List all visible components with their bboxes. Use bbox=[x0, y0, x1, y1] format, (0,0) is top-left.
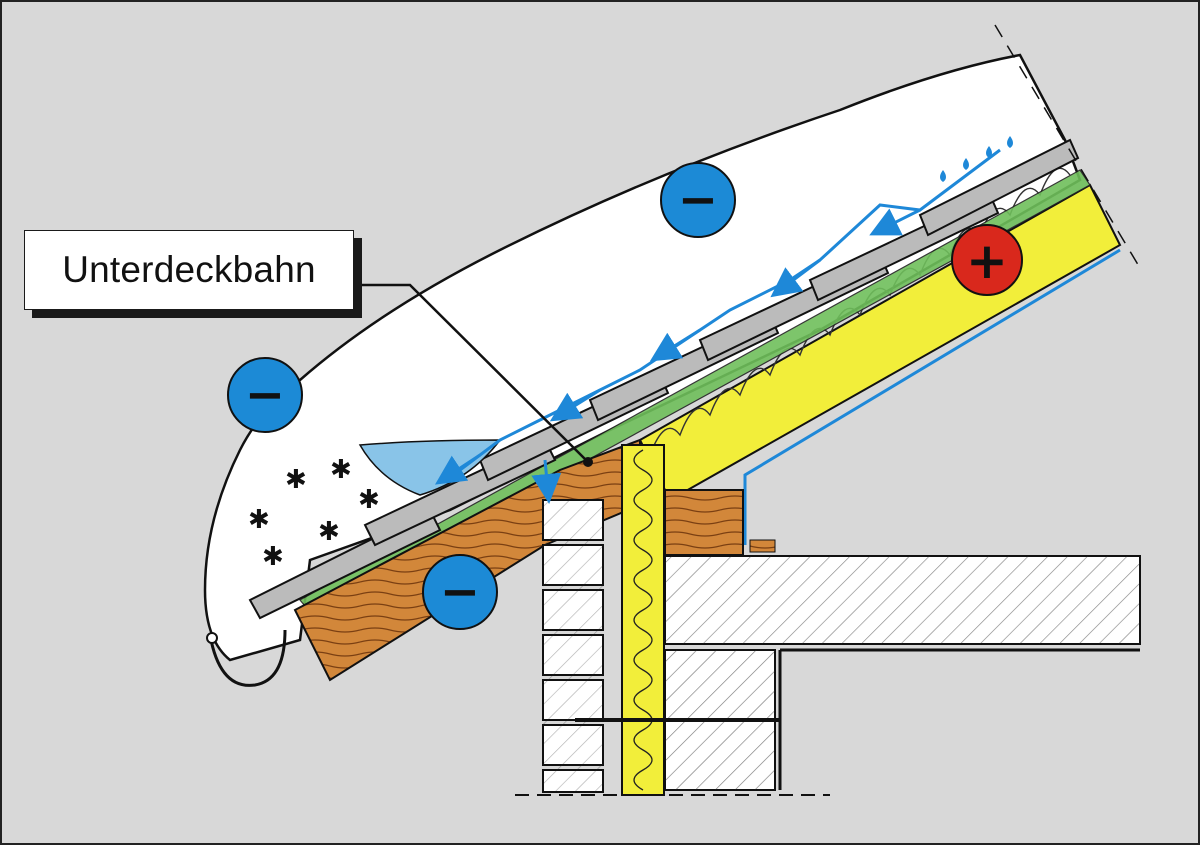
label-face: Unterdeckbahn bbox=[24, 230, 354, 310]
raindrop-icon bbox=[963, 158, 969, 170]
roof-tiles bbox=[248, 138, 1080, 620]
interior-lining bbox=[743, 248, 1121, 545]
water-flow-line bbox=[459, 148, 1001, 472]
raindrop-icon bbox=[986, 146, 992, 158]
negative-pressure-marker: − bbox=[422, 554, 498, 630]
gutter bbox=[208, 629, 287, 687]
water-pool bbox=[358, 439, 502, 496]
raindrop-icon bbox=[1007, 136, 1013, 148]
wall-insulation bbox=[621, 444, 665, 796]
wall-plate-timber bbox=[664, 489, 744, 556]
svg-text:−: − bbox=[440, 564, 480, 620]
water-flow-arrows bbox=[434, 208, 921, 504]
insulation-coils bbox=[649, 167, 1071, 456]
svg-text:−: − bbox=[678, 172, 718, 228]
snowflake-icon: ✱ bbox=[318, 517, 340, 547]
snowflakes: ✱ ✱ ✱ ✱ ✱ ✱ bbox=[248, 455, 380, 572]
negative-pressure-marker: − bbox=[227, 357, 303, 433]
snowflake-icon: ✱ bbox=[330, 455, 352, 485]
ceiling-slab-hatch bbox=[665, 556, 1140, 644]
negative-pressure-marker: − bbox=[660, 162, 736, 238]
snowflake-icon: ✱ bbox=[248, 505, 270, 535]
snowflake-icon: ✱ bbox=[262, 542, 284, 572]
svg-text:−: − bbox=[245, 367, 285, 423]
brick-wall bbox=[542, 499, 604, 793]
label-text: Unterdeckbahn bbox=[62, 249, 316, 290]
svg-text:+: + bbox=[966, 232, 1008, 290]
underlay-label: Unterdeckbahn bbox=[24, 230, 362, 318]
snowflake-icon: ✱ bbox=[285, 465, 307, 495]
wall-insulation-coils bbox=[633, 449, 653, 791]
batten-small bbox=[749, 539, 776, 553]
leader-dot bbox=[583, 457, 593, 467]
raindrops bbox=[940, 136, 1013, 182]
raindrop-icon bbox=[940, 170, 946, 182]
positive-pressure-marker: + bbox=[951, 224, 1023, 296]
gutter-bead bbox=[206, 632, 218, 644]
snowflake-icon: ✱ bbox=[358, 485, 380, 515]
leader-line bbox=[355, 283, 589, 463]
